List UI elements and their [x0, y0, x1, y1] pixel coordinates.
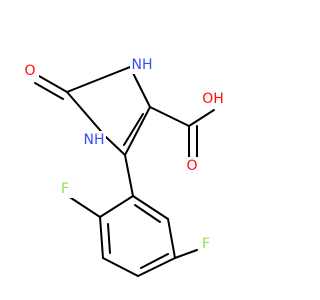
bond-c2-n3: [66, 66, 131, 93]
bond-n1-c5: [105, 136, 126, 156]
bond-ar2-ar3-inner: [107, 223, 111, 254]
molecule-diagram: O NH NH OH O F F: [21, 56, 226, 277]
bond-ar1-ar2: [99, 195, 134, 218]
atom-label-o-acid: O: [186, 158, 197, 174]
bond-ar5-f: [174, 249, 198, 259]
bond-c2-o-double: [34, 82, 64, 100]
atom-label-nh-left: NH: [84, 132, 105, 148]
bond-ar2-ar3: [99, 216, 104, 259]
atom-label-o-keto: O: [24, 63, 35, 79]
atom-label-oh: OH: [202, 91, 224, 107]
bonds: [34, 66, 215, 277]
bond-ar6-ar1-inner: [134, 204, 161, 223]
atom-label-f-top: F: [61, 181, 69, 197]
bond-ar4-ar5: [137, 257, 176, 277]
bond-c2-o: [38, 75, 68, 93]
atom-label-f-right: F: [202, 236, 210, 252]
atom-labels: O NH NH OH O F F: [21, 56, 226, 253]
bond-c5-aryl: [124, 154, 134, 197]
bond-c2-n1: [66, 91, 107, 138]
bond-ar4-ar5-inner: [140, 253, 169, 269]
bond-c4-cacid: [149, 106, 190, 127]
bond-ar5-ar6: [167, 218, 176, 259]
bond-c4-c5-double: [123, 113, 144, 146]
bond-cacid-oh: [188, 109, 215, 127]
bond-ar2-f: [67, 195, 101, 218]
bond-c4-c5: [124, 106, 151, 156]
bond-ar3-ar4: [102, 257, 139, 277]
atom-label-nh-top: NH: [132, 57, 153, 73]
bond-ar6-ar1: [132, 195, 169, 220]
